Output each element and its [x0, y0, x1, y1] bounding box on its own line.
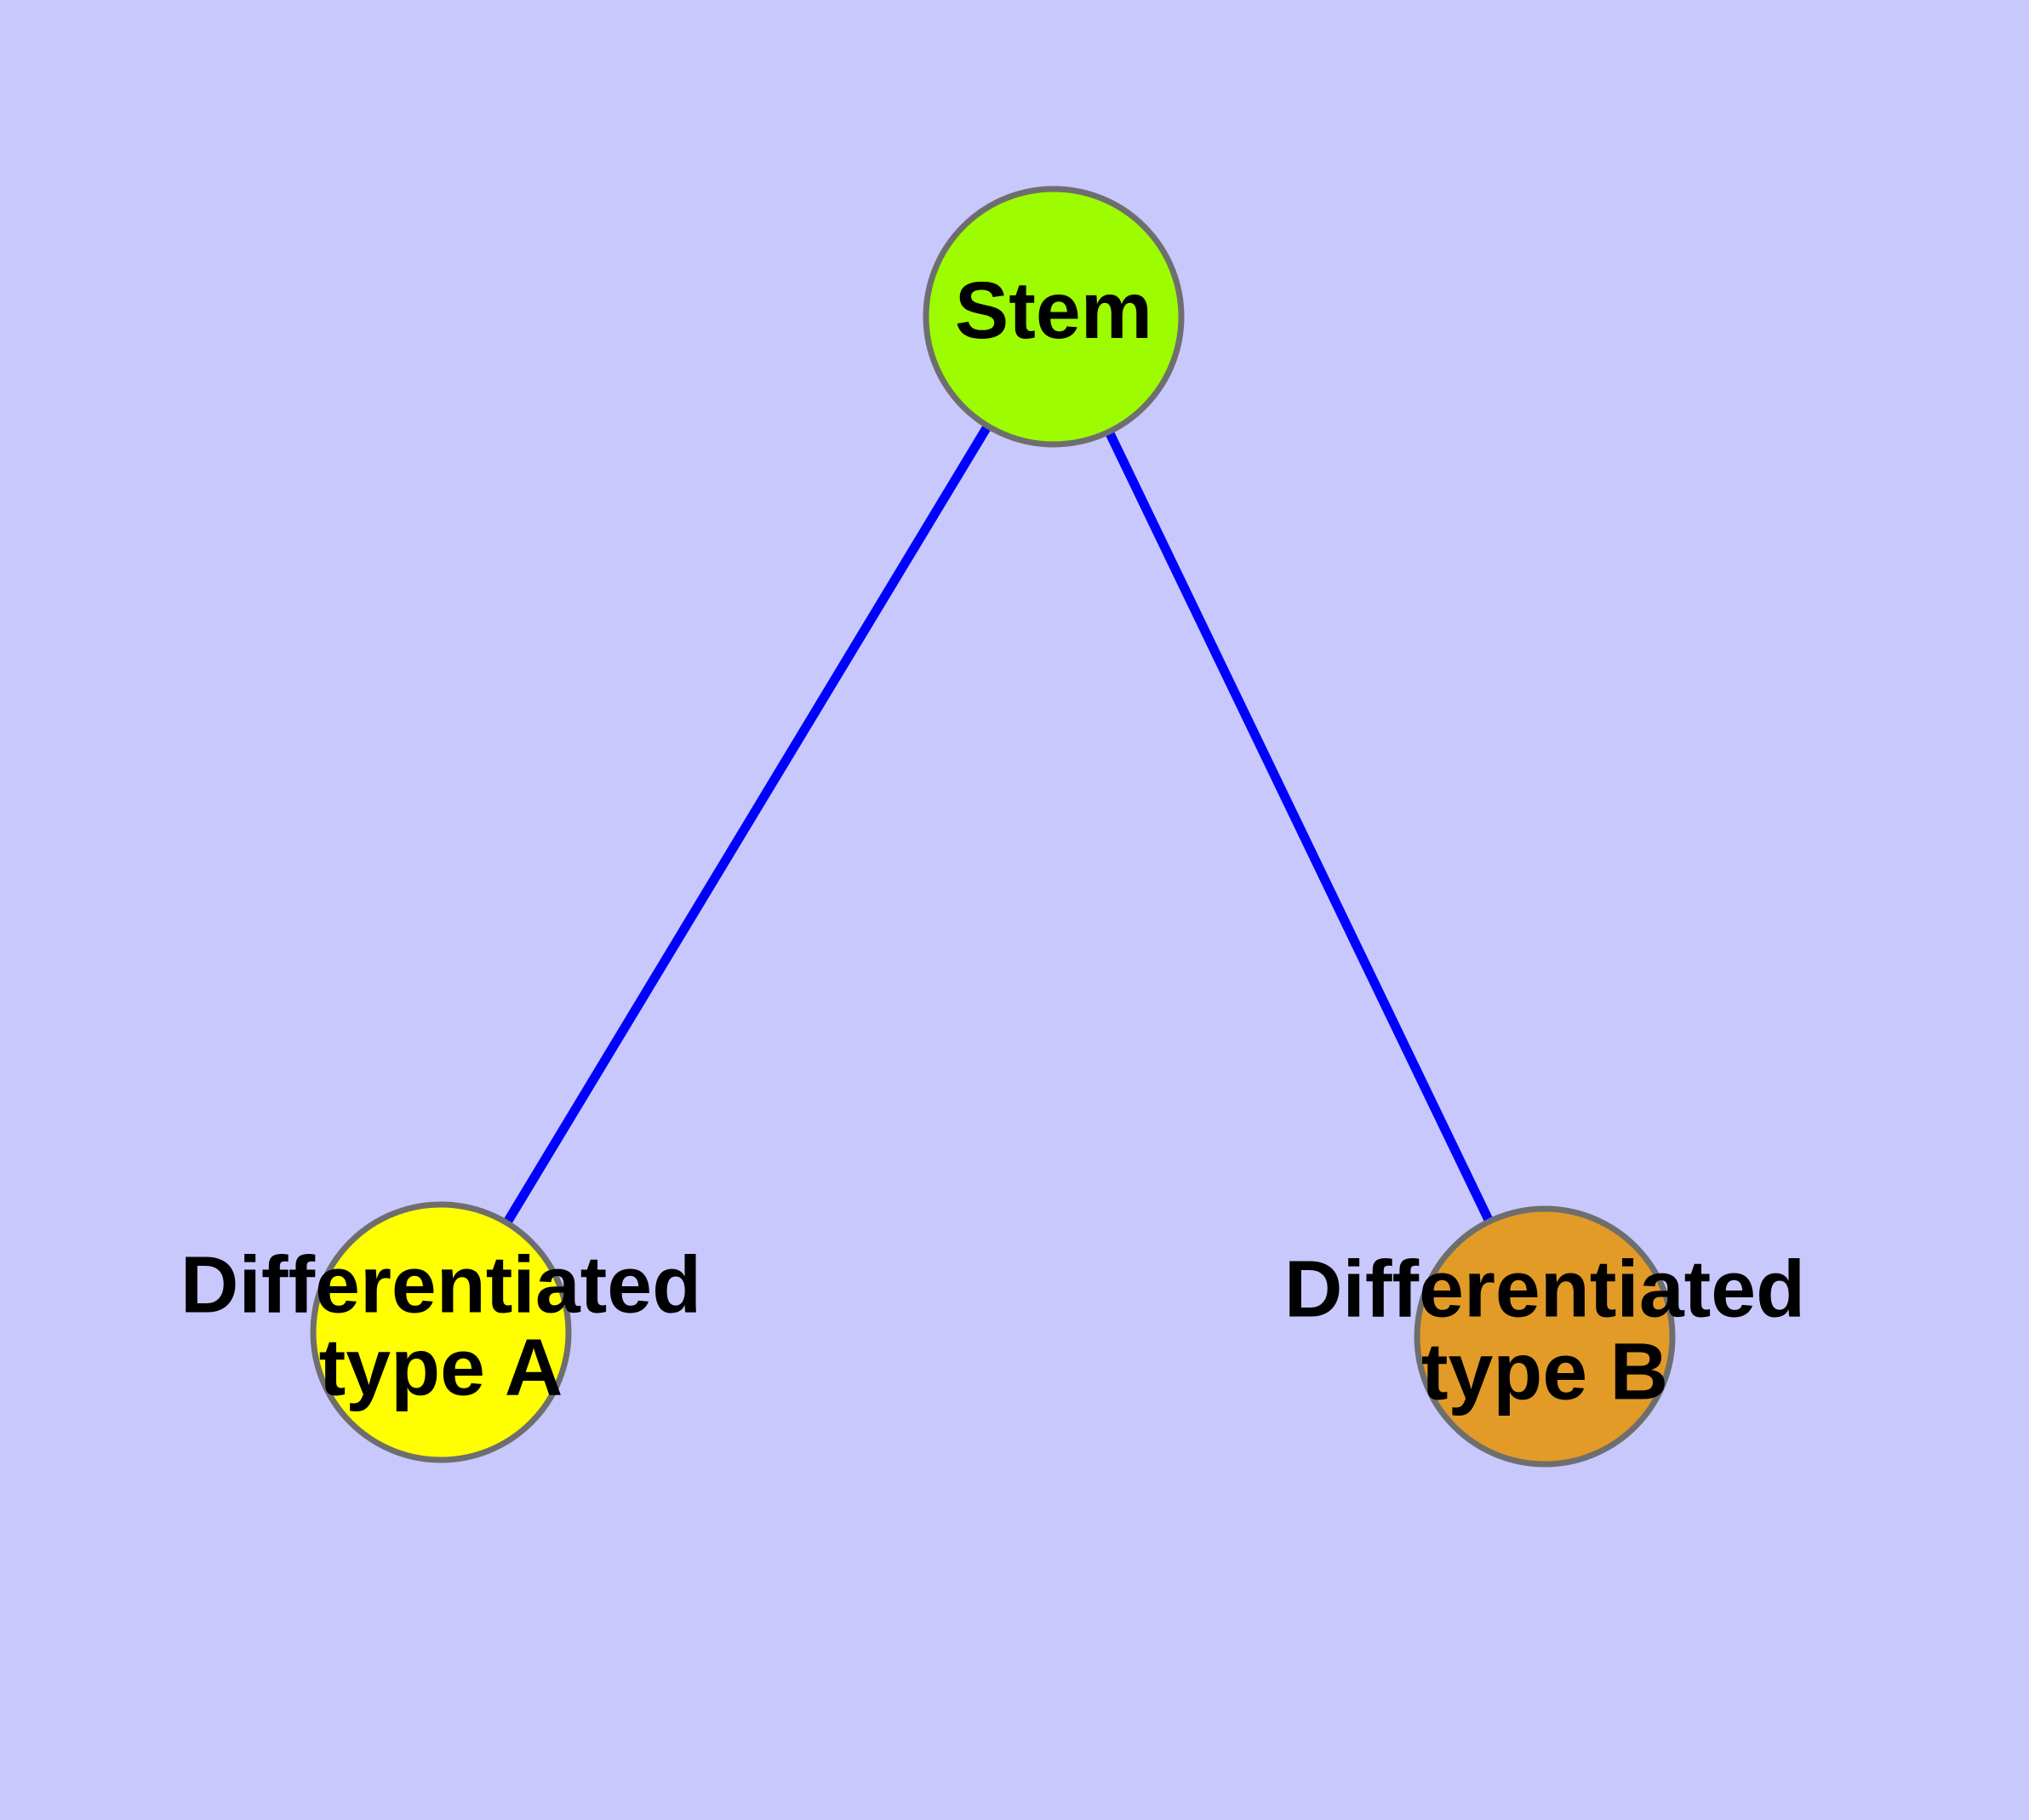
node-differentiated-type-a[interactable]: [310, 1201, 572, 1463]
edge-stem-to-differentiated-type-b[interactable]: [1105, 429, 1494, 1224]
node-stem[interactable]: [923, 186, 1185, 448]
node-label-line: Stem: [955, 266, 1152, 356]
node-label-line: type A: [319, 1323, 563, 1413]
node-label-stem: Stem: [955, 266, 1152, 356]
edge-stem-to-differentiated-type-a[interactable]: [502, 423, 992, 1226]
edge-layer: [502, 423, 1494, 1226]
node-label-line: Differentiated: [180, 1240, 701, 1331]
node-label-line: type B: [1421, 1327, 1668, 1417]
node-label-line: Differentiated: [1284, 1245, 1805, 1335]
node-differentiated-type-b[interactable]: [1414, 1205, 1676, 1468]
node-layer: [310, 186, 1676, 1468]
